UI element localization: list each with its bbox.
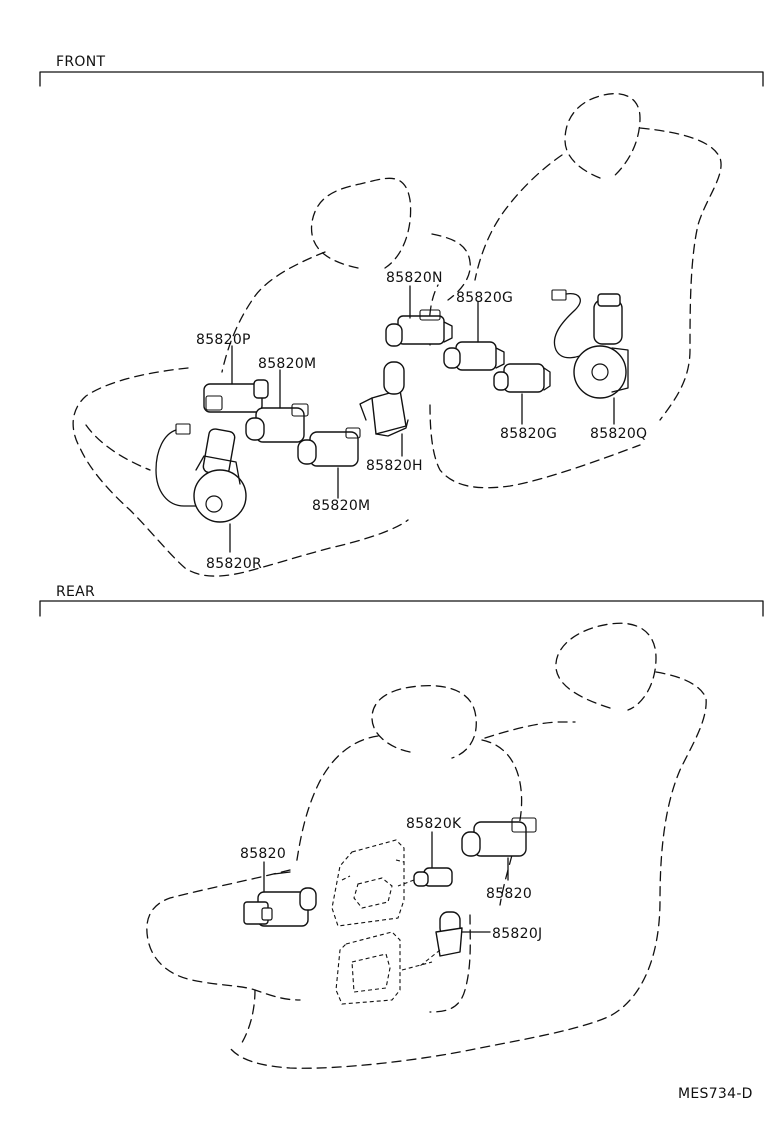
label-85820-right: 85820 <box>486 886 532 902</box>
label-85820H: 85820H <box>366 458 423 474</box>
part-85820H <box>359 361 409 437</box>
label-85820M-top: 85820M <box>258 356 316 372</box>
part-85820K <box>397 867 453 887</box>
label-85820M-bottom: 85820M <box>312 498 370 514</box>
part-85820R <box>155 423 247 523</box>
label-85820P: 85820P <box>196 332 251 348</box>
front-section-bracket <box>39 71 764 87</box>
label-85820G-top: 85820G <box>456 290 513 306</box>
front-section-title: FRONT <box>56 54 105 70</box>
part-85820J <box>419 911 463 967</box>
rear-seat-frame-upper <box>331 839 405 927</box>
label-85820J: 85820J <box>492 926 542 942</box>
label-85820R: 85820R <box>206 556 262 572</box>
leader-85820-left <box>263 861 291 893</box>
part-85820G-top <box>443 341 505 371</box>
front-left-seat-outline <box>72 177 471 577</box>
part-85820N <box>385 309 453 347</box>
rear-seat-outline <box>146 622 707 1069</box>
part-85820-left <box>243 887 317 927</box>
label-85820K: 85820K <box>406 816 462 832</box>
rear-seat-frame-lower <box>335 931 433 1005</box>
part-85820P <box>203 379 269 413</box>
rear-section-title: REAR <box>56 584 95 600</box>
part-85820Q <box>551 289 629 399</box>
label-85820-left: 85820 <box>240 846 286 862</box>
rear-section-bracket <box>39 600 764 617</box>
part-85820M-bottom <box>297 427 361 467</box>
part-85820-right <box>461 817 537 857</box>
part-85820M-top <box>245 403 309 443</box>
label-85820N: 85820N <box>386 270 443 286</box>
label-85820Q: 85820Q <box>590 426 647 442</box>
reference-code: MES734-D <box>678 1086 753 1102</box>
label-85820G-bottom: 85820G <box>500 426 557 442</box>
part-85820G-bottom <box>493 363 551 393</box>
